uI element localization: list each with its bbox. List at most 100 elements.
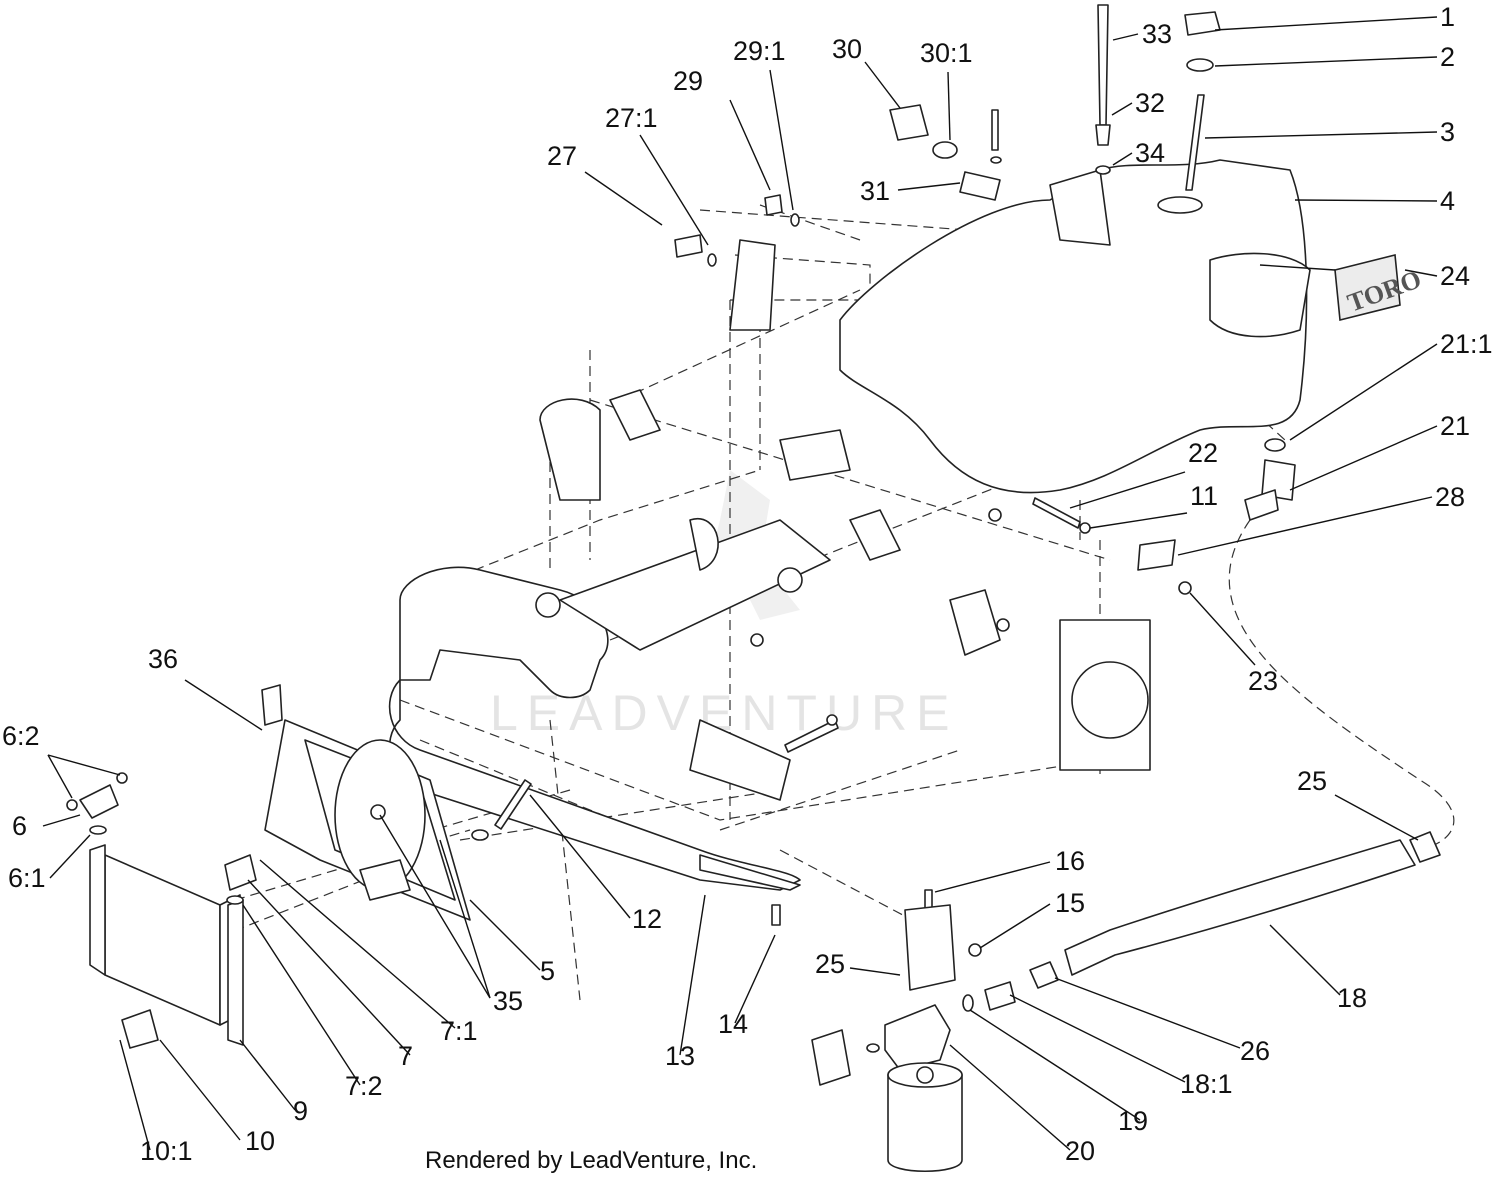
top-hardware: [674, 4, 1221, 267]
leader-line-30: [864, 61, 901, 109]
o-ring-27: [707, 253, 717, 267]
callout-label-35: 35: [493, 986, 523, 1016]
bolt-12: [494, 779, 532, 830]
cooler-core: [104, 854, 221, 1026]
frame-gusset: [689, 517, 719, 571]
frame-left-post: [539, 398, 601, 501]
filter-head: [884, 1004, 951, 1071]
leader-line-30-1: [947, 71, 951, 141]
hose-clamp-upper: [1409, 831, 1441, 863]
leader-line-31: [897, 182, 961, 191]
washer-top: [990, 156, 1002, 164]
nut-1: [988, 508, 1002, 522]
leader-line-20: [949, 1044, 1071, 1151]
leader-line-18-1: [1009, 994, 1186, 1083]
leader-line-7: [247, 879, 411, 1056]
leader-line-12: [529, 794, 631, 919]
callout-label-7-2: 7:2: [345, 1071, 383, 1101]
filter-bracket: [904, 904, 956, 991]
tee-plug-left: [66, 799, 78, 811]
cooler-tube-left: [89, 844, 106, 976]
o-ring-29: [790, 213, 800, 227]
fuel-cap: [1184, 11, 1221, 36]
bolt-right: [1032, 497, 1081, 529]
chassis-frame: [388, 239, 1151, 891]
callout-label-12: 12: [632, 904, 662, 934]
leader-line-10-1: [119, 1039, 151, 1151]
washer-right: [1079, 522, 1091, 534]
leader-line-13: [679, 894, 706, 1056]
frame-left-front: [399, 566, 609, 699]
sender-fitting: [1095, 124, 1111, 146]
fitting-29: [764, 194, 783, 216]
bolt-35: [370, 804, 386, 820]
callout-label-14: 14: [718, 1009, 748, 1039]
callout-label-25: 25: [815, 949, 845, 979]
leader-line-2: [1214, 56, 1438, 67]
leader-line-11: [1089, 512, 1188, 529]
leader-line-24: [1404, 269, 1438, 277]
leader-line-18: [1269, 924, 1341, 996]
leader-line-15: [979, 903, 1051, 949]
elbow-o-ring: [226, 895, 244, 905]
elbow-fitting-upper: [1261, 459, 1296, 501]
leader-line-14: [734, 934, 776, 1024]
vent-bracket: [959, 171, 1001, 201]
o-ring-18-1: [962, 994, 974, 1012]
callout-label-26: 26: [1240, 1036, 1270, 1066]
cooler-sensor: [121, 1009, 159, 1049]
leader-line-6: [42, 814, 81, 827]
callout-label-10: 10: [245, 1126, 275, 1156]
o-ring-21-upper: [1264, 438, 1286, 452]
clip-bracket-right: [1137, 539, 1176, 571]
callout-label-25: 25: [1297, 766, 1327, 796]
shroud-foot: [359, 859, 411, 901]
leader-line-6-1: [49, 834, 91, 879]
leader-line-35: [439, 839, 491, 999]
callout-label-31: 31: [860, 176, 890, 206]
callout-label-7-1: 7:1: [440, 1016, 478, 1046]
oil-cooler: [66, 772, 257, 1049]
fan-shroud: [261, 684, 471, 921]
leader-line-7-1: [259, 859, 456, 1029]
clip-bracket-center: [949, 589, 1001, 656]
callout-label-30: 30: [832, 34, 862, 64]
leader-line-29-1: [769, 69, 794, 211]
leader-line-3: [1204, 131, 1438, 139]
dipstick-gauge: [1185, 94, 1205, 191]
fuel-tank-body: [839, 159, 1308, 494]
callout-label-20: 20: [1065, 1136, 1095, 1166]
frame-slot-1: [609, 389, 661, 441]
sender-grommet: [1095, 165, 1111, 175]
washer-11-front: [471, 829, 489, 841]
callout-label-7: 7: [398, 1041, 413, 1071]
callout-label-18: 18: [1337, 983, 1367, 1013]
callout-label-19: 19: [1118, 1106, 1148, 1136]
leader-line-4: [1294, 199, 1438, 202]
callout-label-34: 34: [1135, 138, 1165, 168]
callout-label-21-1: 21:1: [1440, 329, 1493, 359]
callout-label-27: 27: [547, 141, 577, 171]
wire-harness: [261, 684, 283, 726]
vent-valve: [889, 104, 929, 141]
callout-label-9: 9: [293, 1096, 308, 1126]
leader-line-16: [934, 861, 1051, 893]
leader-line-25: [1334, 794, 1419, 841]
callout-label-28: 28: [1435, 482, 1465, 512]
leader-line-34: [1112, 152, 1133, 166]
leader-line-33: [1112, 33, 1139, 41]
sender-rod: [1097, 4, 1109, 126]
leader-line-26: [1054, 977, 1241, 1049]
leader-line-28: [1177, 496, 1433, 556]
leader-line-27: [584, 171, 663, 226]
callout-label-29: 29: [673, 66, 703, 96]
leader-line-7-2: [242, 904, 361, 1086]
nut-3: [1178, 581, 1192, 595]
front-plate: [699, 854, 801, 891]
fuel-tank-filler-neck: [1157, 196, 1203, 214]
callout-label-24: 24: [1440, 261, 1470, 291]
frame-hole-2: [777, 567, 803, 593]
callout-label-33: 33: [1142, 19, 1172, 49]
